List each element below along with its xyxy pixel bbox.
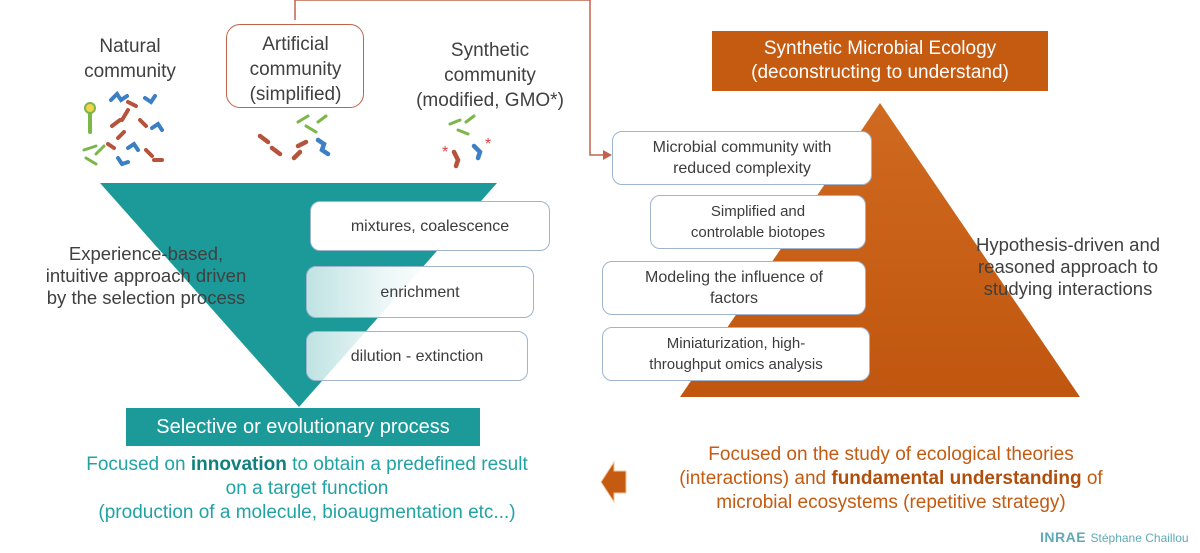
pyramid-approach-line: studying interactions xyxy=(983,278,1153,299)
pyramid-step-line: Miniaturization, high- xyxy=(666,335,806,352)
synthetic-community-line: community xyxy=(444,65,536,86)
fundamental-focus-line: microbial ecosystems (repetitive strateg… xyxy=(716,492,1066,513)
text-fragment: to obtain a predefined result xyxy=(286,454,528,475)
funnel-step-label: mixtures, coalescence xyxy=(350,217,510,235)
funnel-step-mixtures: mixtures, coalescence xyxy=(310,201,550,251)
artificial-community-line: Artificial xyxy=(262,34,329,55)
natural-community-line: community xyxy=(84,61,176,82)
funnel-step-label: enrichment xyxy=(380,283,460,301)
natural-community-line: Natural xyxy=(99,36,161,57)
inrae-logo: INRAE xyxy=(1040,529,1087,545)
pyramid-step-modeling: Modeling the influence of factors xyxy=(602,261,866,315)
connector-arrow xyxy=(294,0,605,156)
natural-community-bacteria xyxy=(82,90,164,167)
pyramid-step-line: factors xyxy=(709,290,758,307)
funnel-step-enrichment: enrichment xyxy=(306,266,534,318)
funnel-approach-line: Experience-based, xyxy=(68,243,224,264)
text-fragment: (interactions) and xyxy=(679,468,832,489)
pyramid-title-line: (deconstructing to understand) xyxy=(751,62,1009,83)
artificial-community-bacteria xyxy=(257,114,331,161)
text-fragment: Focused on xyxy=(86,454,191,475)
gmo-asterisk: * xyxy=(442,144,448,161)
gmo-asterisk: * xyxy=(485,136,491,153)
funnel-approach-line: intuitive approach driven xyxy=(45,265,247,286)
artificial-community-label: Artificial community (simplified) xyxy=(226,32,365,107)
pyramid-title-line: Synthetic Microbial Ecology xyxy=(763,38,997,59)
pyramid-step-line: controlable biotopes xyxy=(690,224,826,241)
artificial-community-box xyxy=(226,24,364,108)
pyramid-step-omics: Miniaturization, high- throughput omics … xyxy=(602,327,870,381)
innovation-focus-line: on a target function xyxy=(225,478,389,499)
fundamental-focus-text: Focused on the study of ecological theor… xyxy=(636,443,1146,515)
innovation-keyword: innovation xyxy=(190,454,287,475)
funnel-step-dilution: dilution - extinction xyxy=(306,331,528,381)
selective-process-label: Selective or evolutionary process xyxy=(126,408,480,446)
synthetic-community-label: Synthetic community (modified, GMO*) xyxy=(392,38,588,113)
footer: INRAE Stéphane Chaillou xyxy=(1040,529,1198,547)
synthetic-community-line: (modified, GMO*) xyxy=(416,90,564,111)
pyramid-step-line: Simplified and xyxy=(710,203,806,220)
pyramid-title-box: Synthetic Microbial Ecology (deconstruct… xyxy=(712,31,1048,91)
funnel-step-label: dilution - extinction xyxy=(350,347,484,365)
author-name: Stéphane Chaillou xyxy=(1090,531,1189,545)
pyramid-step-line: reduced complexity xyxy=(673,160,811,177)
pyramid-step-biotopes: Simplified and controlable biotopes xyxy=(650,195,866,249)
pyramid-step-reduced-complexity: Microbial community with reduced complex… xyxy=(612,131,872,185)
innovation-focus-line: Focused on innovation to obtain a predef… xyxy=(20,453,594,477)
left-arrow-icon xyxy=(600,460,627,504)
pyramid-approach-text: Hypothesis-driven and reasoned approach … xyxy=(938,234,1198,300)
pyramid-step-line: Microbial community with xyxy=(652,139,832,156)
funnel-approach-text: Experience-based, intuitive approach dri… xyxy=(6,243,286,309)
funnel-approach-line: by the selection process xyxy=(46,287,246,308)
pyramid-step-line: throughput omics analysis xyxy=(649,356,823,373)
selective-process-text: Selective or evolutionary process xyxy=(156,415,450,438)
fundamental-keyword: fundamental understanding xyxy=(831,468,1082,489)
fundamental-focus-line: (interactions) and fundamental understan… xyxy=(636,467,1146,491)
synthetic-community-bacteria xyxy=(448,114,483,169)
fundamental-focus-line: Focused on the study of ecological theor… xyxy=(708,444,1074,465)
text-fragment: of xyxy=(1081,468,1103,489)
synthetic-community-line: Synthetic xyxy=(450,40,530,61)
natural-community-label: Natural community xyxy=(60,34,200,84)
artificial-community-line: community xyxy=(249,59,342,80)
artificial-community-line: (simplified) xyxy=(249,84,342,105)
pyramid-approach-line: Hypothesis-driven and xyxy=(975,234,1161,255)
ecology-pyramid xyxy=(680,103,1080,397)
pyramid-step-line: Modeling the influence of xyxy=(645,269,823,286)
innovation-focus-line: (production of a molecule, bioaugmentati… xyxy=(98,502,516,523)
pyramid-approach-line: reasoned approach to xyxy=(978,256,1158,277)
innovation-focus-text: Focused on innovation to obtain a predef… xyxy=(20,453,594,525)
connector-arrowhead xyxy=(603,150,612,160)
